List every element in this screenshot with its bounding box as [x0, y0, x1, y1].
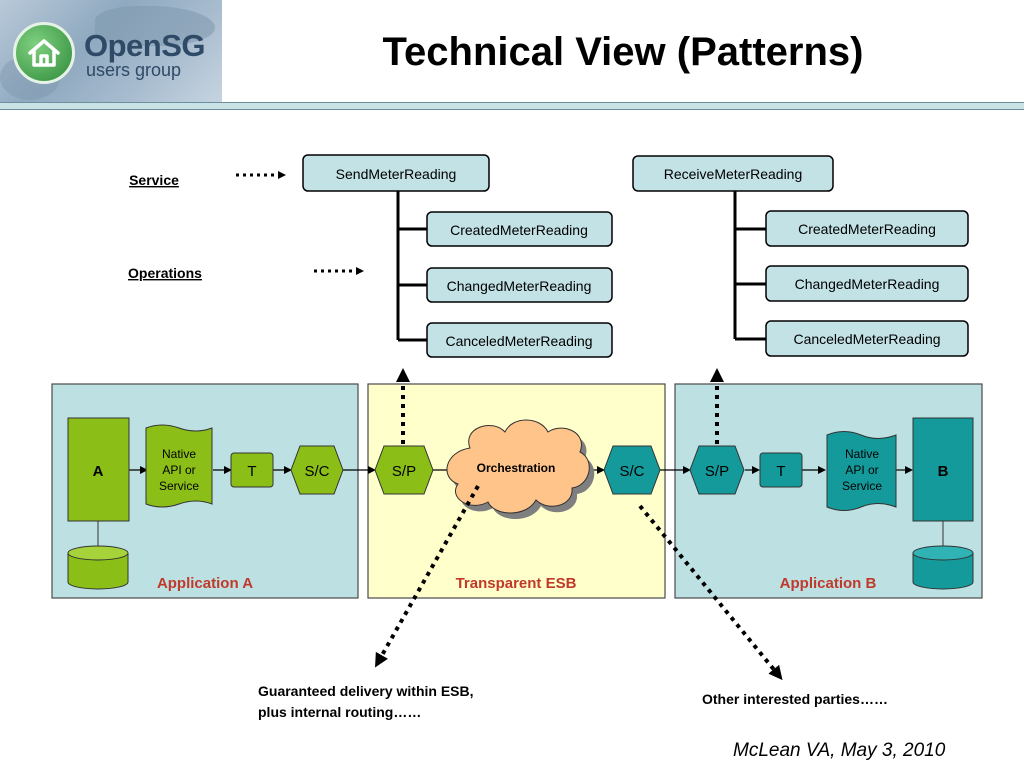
send-operation-box	[426, 211, 613, 247]
database-a-icon	[67, 545, 129, 590]
receive-service-name: ReceiveMeterReading	[664, 166, 803, 182]
application-b-box	[912, 417, 974, 522]
native-api-a-line1: Native	[162, 447, 196, 461]
receive-operation-box	[765, 210, 969, 247]
transform-a-box	[230, 452, 274, 488]
page-title: Technical View (Patterns)	[382, 30, 864, 74]
sc-esb-label: S/C	[619, 463, 644, 480]
application-a-box-label: A	[93, 463, 104, 480]
send-operation-box	[426, 267, 613, 303]
application-a-label: Application A	[157, 575, 253, 592]
send-service-name: SendMeterReading	[336, 166, 457, 182]
send-service-box	[302, 154, 490, 192]
transparent-esb-label: Transparent ESB	[456, 575, 577, 592]
send-operation-changed: ChangedMeterReading	[447, 278, 592, 294]
send-operation-created: CreatedMeterReading	[450, 222, 588, 238]
native-api-a-line3: Service	[159, 479, 199, 493]
send-operation-canceled: CanceledMeterReading	[445, 333, 592, 349]
service-label: Service	[129, 172, 179, 188]
guaranteed-note-line1: Guaranteed delivery within ESB,	[258, 683, 474, 699]
guaranteed-delivery-arrow	[375, 485, 480, 668]
other-parties-arrow	[638, 504, 783, 681]
logo-area: OpenSG users group	[0, 0, 222, 102]
sp-b-hexagon	[689, 445, 745, 495]
other-parties-note: Other interested parties……	[702, 691, 888, 707]
receive-operation-changed: ChangedMeterReading	[795, 276, 940, 292]
house-icon	[13, 22, 75, 84]
native-api-a-line2: API or	[162, 463, 195, 477]
send-service-tree: SendMeterReading CreatedMeterReading Cha…	[302, 154, 613, 358]
tree-connector	[733, 191, 766, 341]
application-b-box-label: B	[938, 463, 949, 480]
sc-a-label: S/C	[304, 463, 329, 480]
receive-service-tree: ReceiveMeterReading CreatedMeterReading …	[632, 155, 969, 357]
native-api-b-line2: API or	[845, 463, 878, 477]
native-api-b-line1: Native	[845, 447, 879, 461]
application-a-box	[67, 417, 130, 522]
logo-name: OpenSG	[84, 28, 206, 63]
native-api-b-line3: Service	[842, 479, 882, 493]
receive-operation-box	[765, 265, 969, 302]
database-b-icon	[912, 545, 974, 590]
transform-b-label: T	[776, 463, 785, 480]
sp-esb-label: S/P	[392, 463, 416, 480]
sp-esb-hexagon	[374, 445, 434, 495]
sc-esb-hexagon	[603, 445, 661, 495]
sp-b-label: S/P	[705, 463, 729, 480]
orchestration-cloud	[446, 419, 595, 519]
logo-subtitle: users group	[86, 60, 182, 80]
receive-operation-created: CreatedMeterReading	[798, 221, 936, 237]
receive-operation-canceled: CanceledMeterReading	[793, 331, 940, 347]
receive-operation-box	[765, 320, 969, 357]
transform-a-label: T	[247, 463, 256, 480]
application-b-label: Application B	[780, 575, 877, 592]
title-divider	[0, 102, 1024, 110]
receive-service-box	[632, 155, 834, 192]
orchestration-label: Orchestration	[477, 461, 556, 475]
native-api-b-shape	[826, 431, 897, 511]
map-decoration	[95, 6, 215, 46]
footer-date: McLean VA, May 3, 2010	[733, 740, 946, 761]
tree-connector	[396, 191, 427, 342]
transform-b-box	[759, 452, 803, 488]
native-api-a-shape	[145, 424, 213, 508]
guaranteed-note-line2: plus internal routing……	[258, 704, 421, 720]
send-operation-box	[426, 322, 613, 358]
operations-label: Operations	[128, 265, 202, 281]
sc-a-hexagon	[290, 445, 344, 495]
